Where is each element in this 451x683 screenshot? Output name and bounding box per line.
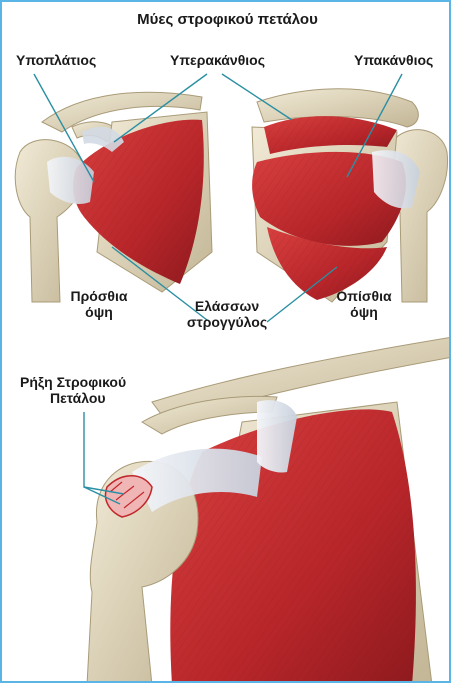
label-anterior-view-line1: Πρόσθια [44,288,154,304]
label-anterior-view: Πρόσθια όψη [44,288,154,320]
label-anterior-view-line2: όψη [44,304,154,320]
label-posterior-view-line1: Οπίσθια [314,288,414,304]
label-supraspinatus: Υπερακάνθιος [170,52,265,68]
anterior-view [15,92,212,302]
label-tear-line2: Πετάλου [20,390,126,406]
label-teres-minor: Ελάσσων στρογγύλος [162,298,292,330]
posterior-view [252,89,448,302]
label-tear-line1: Ρήξη Στροφικού [20,374,126,390]
label-subscapularis: Υποπλάτιος [16,52,96,68]
tear-view [87,337,451,683]
label-teres-minor-line2: στρογγύλος [162,314,292,330]
label-posterior-view-line2: όψη [314,304,414,320]
label-tear: Ρήξη Στροφικού Πετάλου [20,374,126,406]
label-posterior-view: Οπίσθια όψη [314,288,414,320]
label-infraspinatus: Υπακάνθιος [354,52,433,68]
label-teres-minor-line1: Ελάσσων [162,298,292,314]
page-title: Μύες στροφικού πετάλου [2,12,451,28]
